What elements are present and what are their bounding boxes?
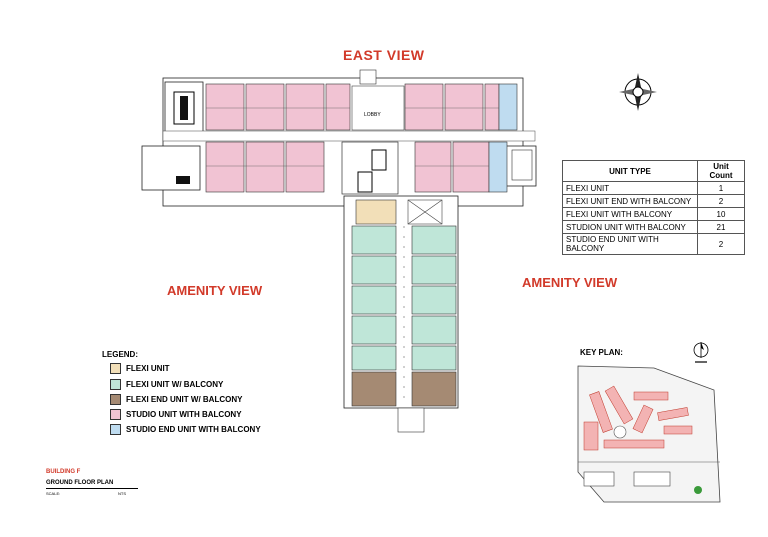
legend-item: STUDIO UNIT WITH BALCONY: [110, 408, 242, 420]
legend-label: STUDIO UNIT WITH BALCONY: [126, 409, 242, 419]
legend-swatch: [110, 362, 121, 374]
corridor-horizontal: [162, 130, 536, 142]
legend-item: FLEXI UNIT: [110, 362, 170, 374]
legend-title: LEGEND:: [102, 350, 138, 359]
entrance: [359, 69, 377, 85]
plan-title: GROUND FLOOR PLAN: [46, 480, 114, 486]
legend-label: STUDIO END UNIT WITH BALCONY: [126, 424, 261, 434]
unit-type-cell: FLEXI UNIT WITH BALCONY: [562, 207, 698, 221]
unit-type-cell: FLEXI UNIT END WITH BALCONY: [562, 194, 698, 208]
table-row: FLEXI UNIT WITH BALCONY 10: [562, 207, 745, 221]
east-view-label: EAST VIEW: [343, 47, 425, 63]
flexi-unit: [355, 199, 397, 225]
flexi-end-units: [351, 371, 457, 407]
legend-label: FLEXI END UNIT W/ BALCONY: [126, 394, 243, 404]
legend-swatch: [110, 393, 121, 405]
service-block-left: [141, 145, 201, 191]
legend-swatch: [110, 408, 121, 420]
lobby: [351, 85, 405, 131]
table-header-count: Unit Count: [697, 160, 745, 182]
unit-count-cell: 2: [697, 194, 745, 208]
unit-count-cell: 1: [697, 181, 745, 195]
scale-value: NTS: [118, 491, 126, 496]
flexi-balcony-units-right: [411, 225, 457, 371]
compass-icon: [619, 73, 657, 111]
bottom-entry: [397, 407, 425, 433]
building-name: BUILDING F: [46, 469, 81, 475]
studio-units-bottom: [205, 141, 508, 193]
key-plan-title: KEY PLAN:: [580, 348, 623, 357]
studio-units-top-right: [404, 83, 518, 131]
legend-item: STUDIO END UNIT WITH BALCONY: [110, 423, 261, 435]
north-arrow-icon: [693, 342, 709, 363]
table-row: STUDIO END UNIT WITH BALCONY 2: [562, 233, 745, 255]
legend-label: FLEXI UNIT: [126, 363, 170, 373]
table-row: STUDION UNIT WITH BALCONY 21: [562, 220, 745, 234]
flexi-balcony-units-left: [351, 225, 397, 371]
unit-count-cell: 21: [697, 220, 745, 234]
table-header-type: UNIT TYPE: [562, 160, 698, 182]
unit-count-cell: 10: [697, 207, 745, 221]
legend-item: FLEXI END UNIT W/ BALCONY: [110, 393, 243, 405]
legend-swatch: [110, 423, 121, 435]
legend-swatch: [110, 378, 121, 390]
amenity-view-label-right: AMENITY VIEW: [522, 275, 618, 290]
legend-item: FLEXI UNIT W/ BALCONY: [110, 378, 224, 390]
void: [407, 199, 443, 225]
unit-type-cell: STUDIO END UNIT WITH BALCONY: [562, 233, 698, 255]
unit-count-cell: 2: [697, 233, 745, 255]
studio-units-top-left: [205, 83, 351, 131]
unit-type-cell: FLEXI UNIT: [562, 181, 698, 195]
unit-type-cell: STUDION UNIT WITH BALCONY: [562, 220, 698, 234]
unit-count-table: UNIT TYPE Unit Count FLEXI UNIT 1 FLEXI …: [562, 160, 745, 255]
table-row: FLEXI UNIT 1: [562, 181, 745, 195]
plan-title-underline: [46, 488, 138, 489]
scale-label: SCALE:: [46, 491, 61, 496]
amenity-view-label-left: AMENITY VIEW: [167, 283, 263, 298]
key-plan-map: [577, 365, 721, 503]
table-row: FLEXI UNIT END WITH BALCONY 2: [562, 194, 745, 208]
legend-label: FLEXI UNIT W/ BALCONY: [126, 379, 224, 389]
lobby-label: LOBBY: [364, 112, 381, 118]
